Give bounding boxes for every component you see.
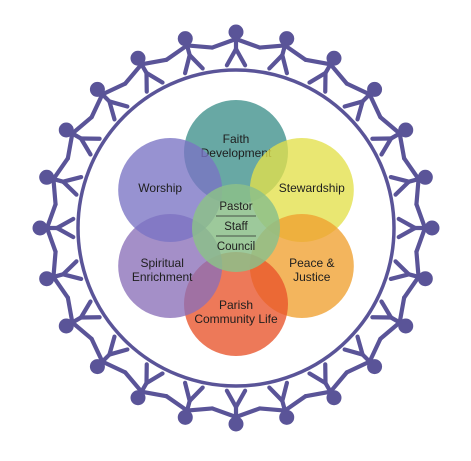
person-figure [388,156,433,207]
person-figure [396,202,440,254]
person-figure [164,31,215,76]
parish-community-life-label: Community Life [194,312,278,326]
person-figure [89,81,130,122]
person-figure [388,249,433,300]
person-figure [58,295,102,341]
person-figure [58,115,102,161]
person-figure [89,334,130,375]
person-figure [39,156,84,207]
spiritual-enrichment-label: Enrichment [132,270,193,284]
peace-and-justice-label: Peace & [289,256,334,270]
center-label: Staff [224,221,248,233]
person-figure [123,362,169,406]
person-figure [257,380,308,425]
person-figure [39,249,84,300]
people-ring [32,24,440,432]
faith-development-label: Development [201,146,272,160]
person-figure [303,362,349,406]
faith-development-label: Faith [223,132,250,146]
stewardship-label: Stewardship [279,181,345,195]
peace-and-justice-label: Justice [293,270,331,284]
center-label: Pastor [219,201,252,213]
spiritual-enrichment-label: Spiritual [141,256,184,270]
center-label: Council [217,241,255,253]
person-figure [342,81,383,122]
person-figure [303,50,349,94]
person-figure [210,388,262,432]
worship-label: Worship [138,181,182,195]
person-figure [164,380,215,425]
person-figure [32,202,76,254]
person-figure [257,31,308,76]
person-figure [342,334,383,375]
person-figure [210,24,262,68]
person-figure [123,50,169,94]
person-figure [370,115,414,161]
parish-community-life-label: Parish [219,298,253,312]
pastor-staff-council-circle [192,184,280,272]
person-figure [370,295,414,341]
